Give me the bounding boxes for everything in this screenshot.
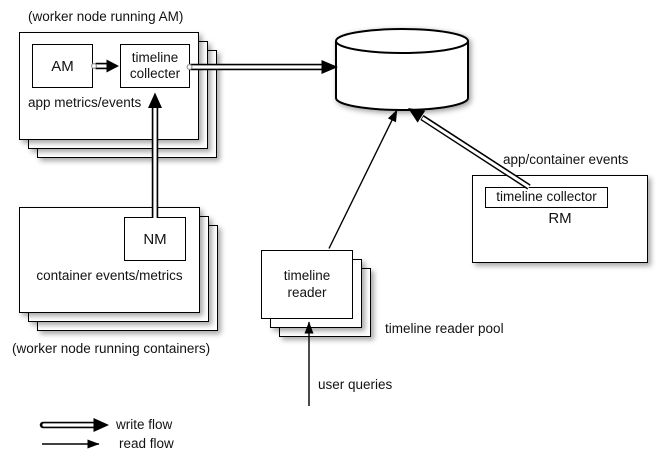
container-events-label: container events/metrics: [36, 268, 183, 283]
am-node: AM: [32, 44, 93, 88]
timeline-reader-node: timeline reader: [261, 250, 353, 319]
rm-timeline-collector-label: timeline collector: [496, 189, 597, 205]
legend-read-label: read flow: [119, 436, 174, 451]
legend-write-arrow: [39, 418, 109, 432]
am-node-label: AM: [51, 57, 74, 75]
user-queries-label: user queries: [318, 377, 393, 392]
nm-node-label: NM: [143, 230, 167, 248]
timeline-reader-label: timeline reader: [283, 268, 331, 300]
rm-timeline-collector-node: timeline collector: [485, 187, 608, 208]
worker-containers-caption: (worker node running containers): [12, 341, 211, 356]
nm-node: NM: [124, 217, 186, 261]
worker-am-caption: (worker node running AM): [28, 9, 184, 24]
reader-to-storage-arrow: [328, 109, 398, 249]
am-timeline-collector-label: timeline collecter: [129, 49, 181, 82]
storage-label: Storage: [376, 62, 428, 78]
legend-write-label: write flow: [116, 417, 173, 432]
app-container-events-label: app/container events: [503, 152, 629, 167]
rm-node-label: RM: [548, 210, 572, 227]
am-timeline-collector-node: timeline collecter: [120, 44, 190, 88]
timeline-reader-pool-label: timeline reader pool: [385, 321, 504, 336]
app-metrics-label: app metrics/events: [28, 95, 142, 110]
